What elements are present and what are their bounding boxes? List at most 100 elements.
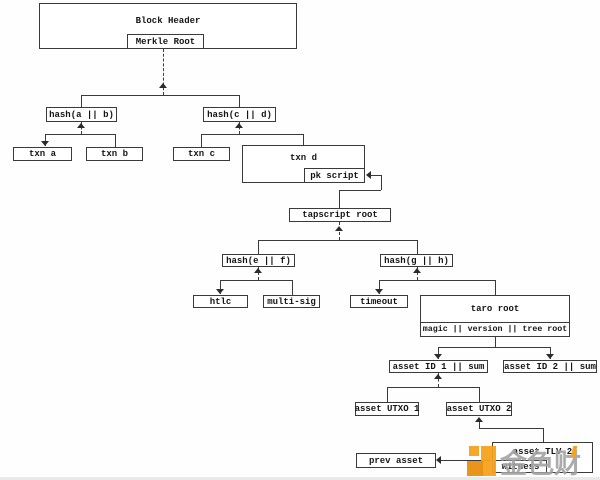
- connector: [45, 134, 46, 146]
- node-magic-version-tree-root: magic || version || tree root: [420, 322, 570, 337]
- tapscript-root-label: tapscript root: [302, 210, 378, 220]
- connector: [258, 240, 417, 241]
- connector: [258, 267, 259, 280]
- connector: [479, 387, 480, 402]
- arrow-left-icon: [366, 171, 371, 179]
- node-htlc: htlc: [193, 295, 248, 308]
- watermark-logo-icon: [469, 446, 479, 456]
- merkle-root-label: Merkle Root: [135, 36, 196, 47]
- connector: [387, 387, 479, 388]
- arrow-up-icon: [434, 374, 442, 379]
- connector: [438, 347, 439, 359]
- node-prev-asset: prev asset: [356, 453, 436, 468]
- node-txn-a: txn a: [13, 147, 72, 161]
- arrow-down-icon: [546, 354, 554, 359]
- page-bottom-edge: [0, 477, 600, 480]
- htlc-label: htlc: [209, 296, 232, 307]
- connector: [115, 134, 116, 147]
- arrow-up-icon: [413, 268, 421, 273]
- connector: [417, 267, 418, 280]
- connector: [437, 460, 492, 461]
- asset-utxo-2-label: asset UTXO 2: [446, 404, 512, 414]
- connector: [239, 122, 240, 134]
- connector: [81, 95, 239, 96]
- connector: [292, 280, 293, 295]
- connector: [201, 134, 303, 135]
- connector: [220, 280, 292, 281]
- connector: [495, 337, 496, 347]
- connector: [45, 134, 115, 135]
- hash-ab-label: hash(a || b): [49, 109, 114, 120]
- arrow-up-icon: [335, 226, 343, 231]
- txn-b-label: txn b: [100, 149, 128, 159]
- node-hash-ab: hash(a || b): [46, 107, 117, 122]
- txn-c-label: txn c: [187, 149, 215, 159]
- block-header-label: Block Header: [135, 16, 201, 26]
- multi-sig-label: multi-sig: [267, 296, 316, 307]
- node-asset-id-2-sum: asset ID 2 || sum: [503, 360, 597, 373]
- node-tapscript-root: tapscript root: [289, 208, 391, 222]
- node-witness: witness: [494, 460, 547, 473]
- hash-cd-label: hash(c || d): [207, 109, 272, 120]
- arrow-up-icon: [159, 83, 167, 88]
- connector: [479, 422, 480, 428]
- connector: [543, 428, 544, 442]
- arrow-down-icon: [434, 354, 442, 359]
- taro-root-label: taro root: [470, 304, 520, 314]
- timeout-label: timeout: [360, 296, 398, 307]
- connector: [379, 280, 380, 294]
- connector: [239, 95, 240, 107]
- connector: [81, 122, 82, 134]
- connector: [220, 280, 221, 294]
- node-pk-script: pk script: [304, 168, 365, 183]
- connector: [387, 387, 388, 402]
- prev-asset-label: prev asset: [368, 455, 423, 466]
- connector: [550, 347, 551, 359]
- asset-tlv-label: asset TLV 2: [512, 447, 573, 457]
- arrow-up-icon: [475, 417, 483, 422]
- txn-a-label: txn a: [28, 149, 56, 159]
- arrow-up-icon: [254, 268, 262, 273]
- hash-ef-label: hash(e || f): [226, 255, 291, 266]
- node-asset-id-1-sum: asset ID 1 || sum: [389, 360, 488, 373]
- node-merkle-root: Merkle Root: [127, 34, 204, 49]
- arrow-down-icon: [375, 289, 383, 294]
- connector: [438, 373, 439, 387]
- connector: [417, 240, 418, 254]
- node-hash-cd: hash(c || d): [203, 107, 276, 122]
- connector: [379, 280, 495, 281]
- connector: [381, 175, 382, 190]
- asset-utxo-1-label: asset UTXO 1: [354, 404, 420, 414]
- asset-id-2-label: asset ID 2 || sum: [504, 361, 596, 372]
- connector: [81, 95, 82, 107]
- node-txn-b: txn b: [86, 147, 143, 161]
- node-timeout: timeout: [350, 295, 408, 308]
- magic-version-tree-root-label: magic || version || tree root: [422, 325, 568, 334]
- connector: [163, 49, 164, 95]
- pk-script-label: pk script: [310, 170, 359, 181]
- arrow-down-icon: [216, 289, 224, 294]
- connector: [339, 190, 340, 208]
- connector: [339, 222, 340, 240]
- node-multi-sig: multi-sig: [263, 295, 320, 308]
- connector: [479, 428, 543, 429]
- connector: [258, 240, 259, 254]
- arrow-up-icon: [235, 123, 243, 128]
- arrow-down-icon: [41, 141, 49, 146]
- node-hash-gh: hash(g || h): [380, 254, 453, 267]
- arrow-up-icon: [77, 123, 85, 128]
- node-asset-utxo-1: asset UTXO 1: [355, 402, 419, 416]
- arrow-left-icon: [436, 456, 441, 464]
- asset-id-1-label: asset ID 1 || sum: [392, 361, 485, 372]
- witness-label: witness: [501, 461, 540, 472]
- node-hash-ef: hash(e || f): [222, 254, 295, 267]
- connector: [495, 280, 496, 295]
- txn-d-label: txn d: [289, 153, 317, 163]
- hash-gh-label: hash(g || h): [384, 255, 449, 266]
- node-asset-utxo-2: asset UTXO 2: [446, 402, 512, 416]
- connector: [371, 175, 381, 176]
- connector: [438, 347, 550, 348]
- watermark-logo-icon: [467, 461, 483, 476]
- connector: [339, 190, 381, 191]
